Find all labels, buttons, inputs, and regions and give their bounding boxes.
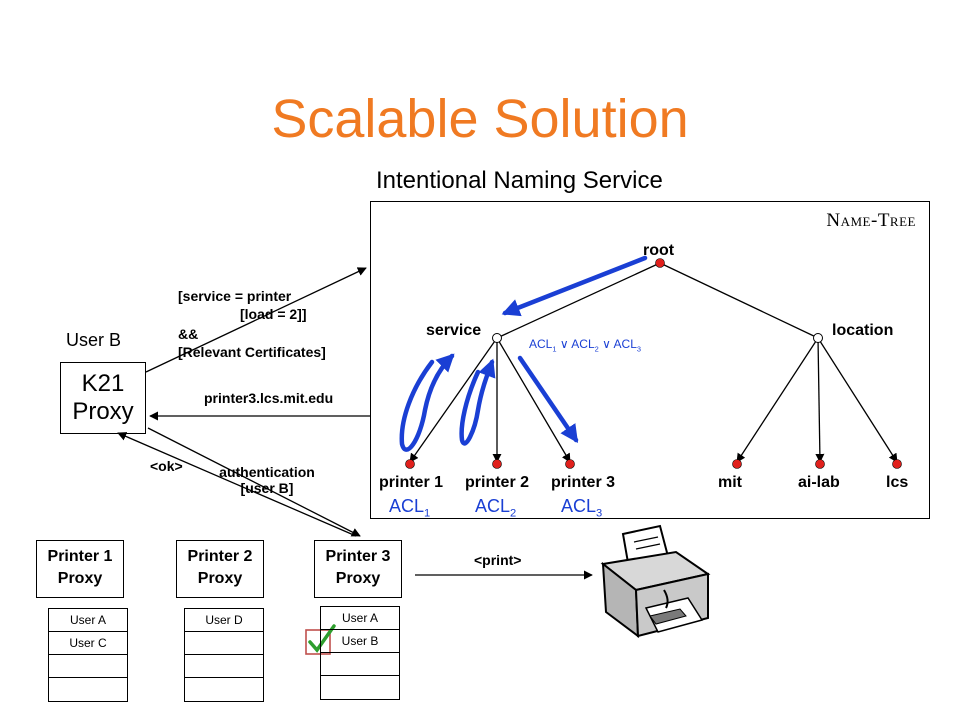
k21-line-1: K21 xyxy=(81,370,125,397)
printer-1-line-2: Proxy xyxy=(57,570,103,587)
traversal-arrows xyxy=(399,255,648,452)
node-printer-2: printer 2 xyxy=(465,474,530,491)
ok-label: <ok> xyxy=(150,458,183,474)
response-label: printer3.lcs.mit.edu xyxy=(204,390,334,406)
node-mit: mit xyxy=(718,474,742,491)
table-row xyxy=(185,632,263,655)
table-row xyxy=(321,676,399,699)
printer-2-proxy: Printer 2 Proxy xyxy=(176,540,264,598)
node-printer-3: printer 3 xyxy=(551,474,616,491)
printer-3-acl-table: User A User B xyxy=(320,606,400,700)
printer-3-line-2: Proxy xyxy=(335,570,381,587)
printer-1-proxy: Printer 1 Proxy xyxy=(36,540,124,598)
table-row xyxy=(185,678,263,701)
table-row: User D xyxy=(185,609,263,632)
acl-2-label: ACL2 xyxy=(475,496,517,520)
checkmark-icon xyxy=(305,624,336,655)
tree-nodes xyxy=(405,258,902,469)
printer-3-line-1: Printer 3 xyxy=(325,548,391,565)
printer-3-proxy: Printer 3 Proxy xyxy=(314,540,402,598)
table-row xyxy=(49,655,127,678)
auth-label: authentication [user B] xyxy=(212,464,322,496)
k21-proxy-box: K21 Proxy xyxy=(60,362,146,434)
slide-title: Scalable Solution xyxy=(271,89,689,149)
printer-2-line-1: Printer 2 xyxy=(187,548,253,565)
node-root: root xyxy=(643,242,675,259)
node-location: location xyxy=(832,322,894,339)
message-arrows xyxy=(117,267,593,580)
name-tree-label: Name-Tree xyxy=(826,210,916,231)
printer-2-acl-table: User D xyxy=(184,608,264,702)
table-row xyxy=(49,678,127,701)
print-label: <print> xyxy=(474,552,522,568)
table-row xyxy=(185,655,263,678)
printer-2-line-2: Proxy xyxy=(197,570,243,587)
table-row: User B xyxy=(321,630,399,653)
query-line-4: [Relevant Certificates] xyxy=(178,344,326,360)
tree-edges xyxy=(409,262,898,463)
k21-line-2: Proxy xyxy=(72,398,134,425)
table-row: User A xyxy=(49,609,127,632)
node-printer-1: printer 1 xyxy=(379,474,444,491)
auth-line-1: authentication xyxy=(219,464,315,480)
table-row: User C xyxy=(49,632,127,655)
node-lcs: lcs xyxy=(886,474,909,491)
printer-1-line-1: Printer 1 xyxy=(47,548,113,565)
name-tree-box xyxy=(370,201,930,519)
query-line-2: [load = 2]] xyxy=(240,306,307,322)
user-b-label: User B xyxy=(66,330,122,350)
table-row: User A xyxy=(321,607,399,630)
query-line-3: && xyxy=(178,326,199,342)
node-ai-lab: ai-lab xyxy=(798,474,840,491)
printer-1-acl-table: User A User C xyxy=(48,608,128,702)
acl-3-label: ACL3 xyxy=(561,496,603,520)
acl-1-label: ACL1 xyxy=(389,496,431,520)
node-service: service xyxy=(426,322,482,339)
printer-icon xyxy=(600,524,711,639)
query-line-1: [service = printer xyxy=(178,288,292,304)
ins-title: Intentional Naming Service xyxy=(376,167,663,194)
table-row xyxy=(321,653,399,676)
auth-line-2: [user B] xyxy=(240,480,294,496)
acl-union-label: ACL1 ∨ ACL2 ∨ ACL3 xyxy=(529,337,642,354)
